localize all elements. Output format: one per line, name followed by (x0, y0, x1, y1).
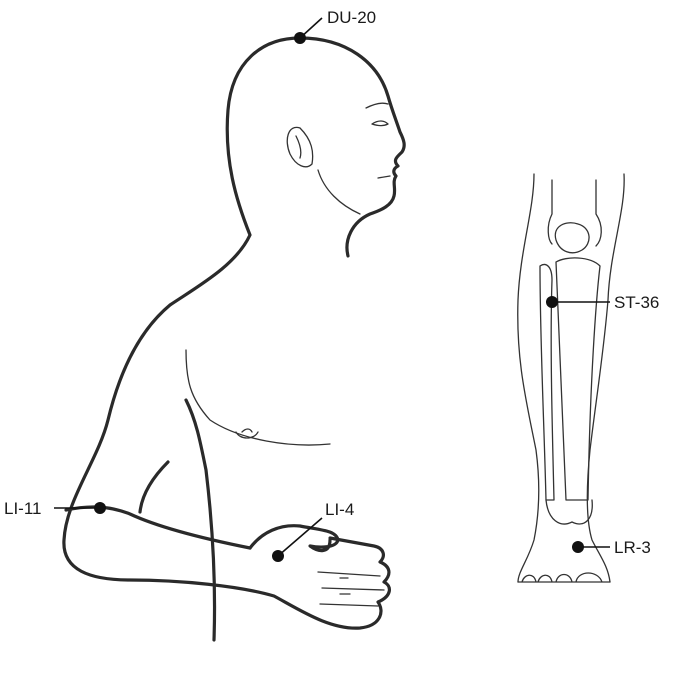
point-st36[interactable]: ST-36 (546, 293, 659, 312)
patella (555, 223, 589, 253)
point-label: ST-36 (614, 293, 659, 312)
forearm-edge (66, 507, 250, 548)
torso-side (186, 400, 215, 640)
foot-outline (518, 573, 610, 582)
tibia (556, 258, 600, 500)
point-label: DU-20 (327, 8, 376, 27)
point-marker[interactable] (94, 502, 106, 514)
thumb-outline (250, 526, 338, 551)
finger-lines (318, 572, 384, 606)
point-marker[interactable] (272, 550, 284, 562)
upper-body-figure (64, 38, 404, 640)
leg-figure (518, 174, 624, 582)
mouth (378, 176, 390, 178)
point-label: LI-4 (325, 500, 354, 519)
torso-back-line (140, 462, 168, 512)
eyebrow (366, 103, 388, 108)
leg-outline-left (518, 174, 539, 582)
ankle-bones (546, 500, 592, 524)
ear (287, 127, 312, 166)
point-li11[interactable]: LI-11 (4, 499, 106, 518)
eye (372, 121, 388, 126)
leg-outline-right (587, 174, 624, 582)
point-label: LR-3 (614, 538, 651, 557)
chest-line (186, 350, 330, 445)
point-lr3[interactable]: LR-3 (572, 538, 651, 557)
neck-line (318, 170, 360, 214)
point-marker[interactable] (572, 541, 584, 553)
point-label: LI-11 (4, 499, 42, 518)
head-back-outline (64, 38, 404, 628)
femur-end (548, 180, 601, 246)
point-li4[interactable]: LI-4 (272, 500, 354, 562)
point-marker[interactable] (546, 296, 558, 308)
point-marker[interactable] (294, 32, 306, 44)
